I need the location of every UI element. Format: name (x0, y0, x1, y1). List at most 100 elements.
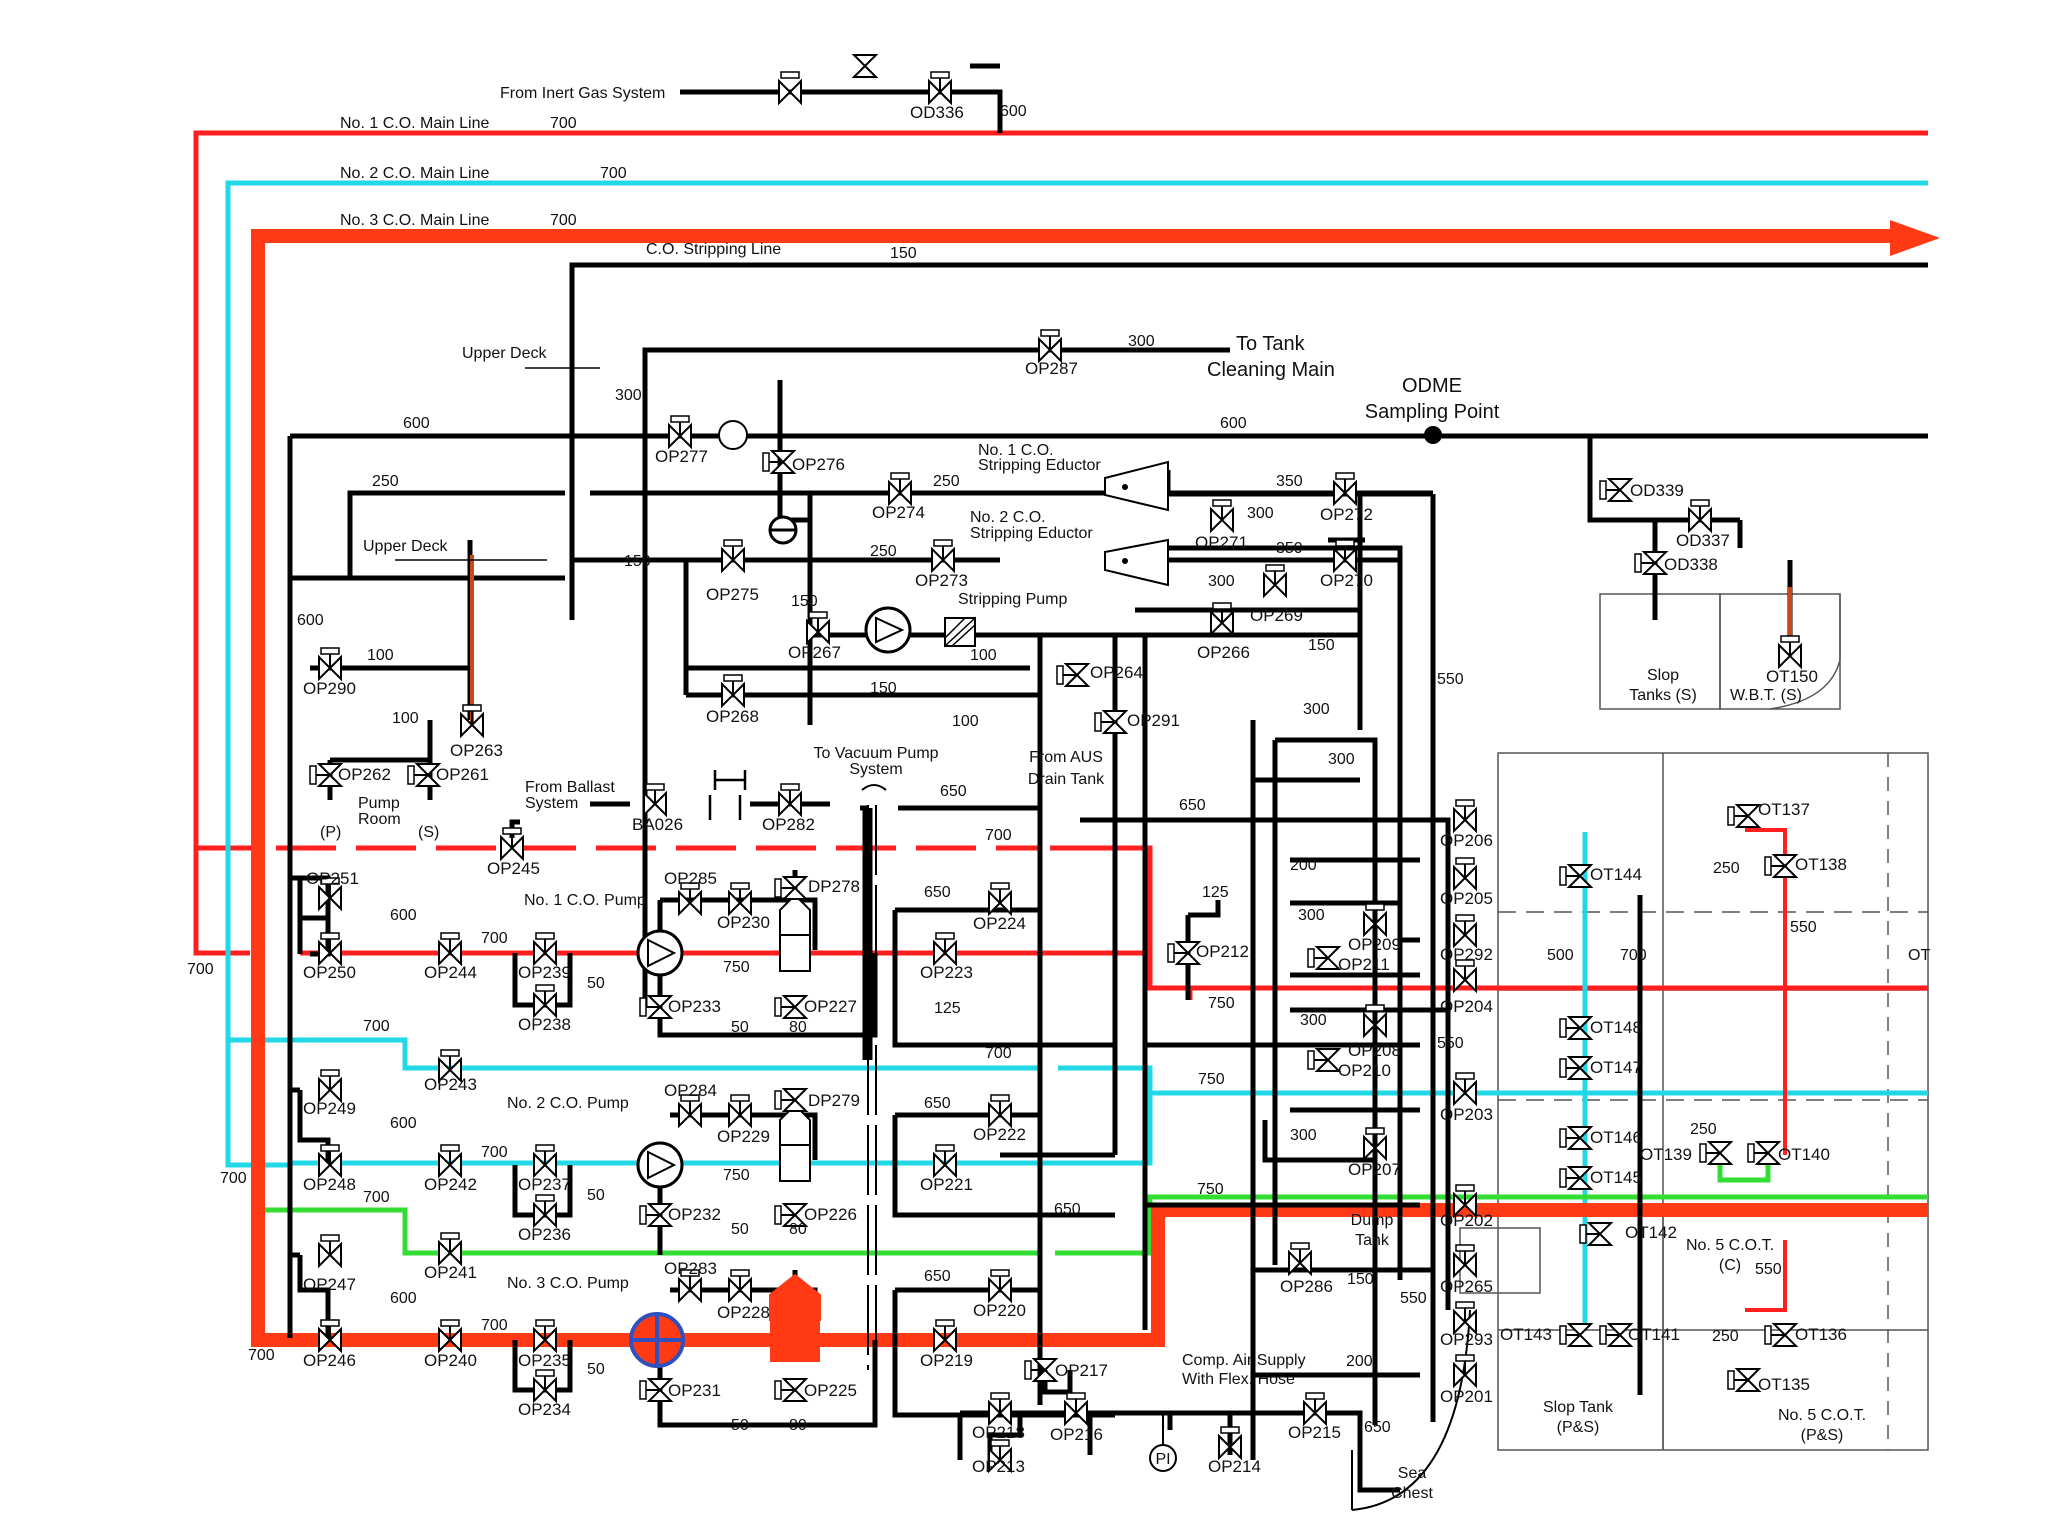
valve-ba026[interactable] (643, 783, 667, 818)
valve-op251[interactable] (318, 877, 342, 912)
valve-op213[interactable] (988, 1439, 1012, 1474)
valve-op231[interactable] (639, 1378, 674, 1402)
valve-ot143[interactable] (1559, 1323, 1594, 1347)
valve-op209[interactable] (1363, 903, 1387, 938)
valve-op234[interactable] (533, 1369, 557, 1404)
valve-od339[interactable] (1599, 478, 1634, 502)
valve-ot135[interactable] (1727, 1368, 1762, 1392)
valve-ot139[interactable] (1699, 1141, 1734, 1165)
valve-op262[interactable] (309, 763, 344, 787)
valve-op225[interactable] (774, 1378, 809, 1402)
valve-op229[interactable] (728, 1094, 752, 1129)
valve-op214[interactable] (1218, 1426, 1242, 1461)
valve-op273[interactable] (931, 539, 955, 574)
valve-op218[interactable] (988, 1392, 1012, 1427)
valve-op236[interactable] (533, 1194, 557, 1229)
valve-op219[interactable] (933, 1319, 957, 1354)
valve-ot142[interactable] (1579, 1222, 1614, 1246)
valve-od338[interactable] (1634, 551, 1669, 575)
valve-op272[interactable] (1333, 472, 1357, 507)
valve-op271[interactable] (1210, 499, 1234, 534)
valve-op241[interactable] (438, 1232, 462, 1267)
valve-op212[interactable] (1167, 941, 1202, 965)
valve-op282[interactable] (778, 783, 802, 818)
valve-op221[interactable] (933, 1144, 957, 1179)
valve-op242[interactable] (438, 1144, 462, 1179)
valve-op217[interactable] (1024, 1358, 1059, 1382)
valve-op243[interactable] (438, 1049, 462, 1084)
valve-op235[interactable] (533, 1319, 557, 1354)
valve-op274[interactable] (888, 472, 912, 507)
valve-op249[interactable] (318, 1069, 342, 1104)
valve-op245[interactable] (500, 827, 524, 862)
valve-op202[interactable] (1453, 1184, 1477, 1219)
valve-op266[interactable] (1210, 602, 1234, 637)
valve-ot150[interactable] (1778, 635, 1802, 670)
valve-op238[interactable] (533, 984, 557, 1019)
valve-op286[interactable] (1288, 1242, 1312, 1277)
valve-op268[interactable] (721, 674, 745, 709)
valve-op206[interactable] (1453, 799, 1477, 834)
valve-op226[interactable] (774, 1203, 809, 1227)
valve-op228[interactable] (728, 1269, 752, 1304)
valve-op205[interactable] (1453, 857, 1477, 892)
valve-op211[interactable] (1307, 946, 1342, 970)
valve-ot147[interactable] (1559, 1056, 1594, 1080)
valve-ot144[interactable] (1559, 864, 1594, 888)
valve-op230[interactable] (728, 882, 752, 917)
valve-op215[interactable] (1303, 1392, 1327, 1427)
valve-ot145[interactable] (1559, 1166, 1594, 1190)
valve-op261[interactable] (407, 763, 442, 787)
valve-op222[interactable] (988, 1094, 1012, 1129)
valve-inert-gas-2[interactable] (851, 54, 879, 78)
valve-ot137[interactable] (1727, 804, 1762, 828)
valve-dp278[interactable] (774, 876, 809, 900)
valve-op270[interactable] (1333, 539, 1357, 574)
valve-op248[interactable] (318, 1144, 342, 1179)
valve-op263[interactable] (460, 704, 484, 739)
valve-op203[interactable] (1453, 1072, 1477, 1107)
valve-ot146[interactable] (1559, 1126, 1594, 1150)
valve-op239[interactable] (533, 932, 557, 967)
valve-od336[interactable] (928, 71, 952, 106)
valve-ot138[interactable] (1764, 854, 1799, 878)
valve-op247[interactable] (318, 1234, 342, 1269)
valve-op201[interactable] (1453, 1354, 1477, 1389)
valve-op293[interactable] (1453, 1301, 1477, 1336)
valve-op233[interactable] (639, 995, 674, 1019)
valve-od337[interactable] (1688, 499, 1712, 534)
valve-op283[interactable] (678, 1269, 702, 1304)
valve-op291[interactable] (1094, 710, 1129, 734)
valve-op204[interactable] (1453, 959, 1477, 994)
valve-op246[interactable] (318, 1319, 342, 1354)
valve-op250[interactable] (318, 932, 342, 967)
valve-op210[interactable] (1307, 1048, 1342, 1072)
valve-ot141[interactable] (1599, 1323, 1634, 1347)
valve-op269[interactable] (1263, 564, 1287, 599)
valve-op224[interactable] (988, 882, 1012, 917)
valve-op216[interactable] (1064, 1392, 1088, 1427)
valve-op208[interactable] (1363, 1004, 1387, 1039)
valve-op290[interactable] (318, 647, 342, 682)
valve-op264[interactable] (1056, 663, 1091, 687)
valve-op223[interactable] (933, 932, 957, 967)
valve-ot140[interactable] (1747, 1141, 1782, 1165)
valve-op232[interactable] (639, 1203, 674, 1227)
valve-op265[interactable] (1453, 1244, 1477, 1279)
valve-op240[interactable] (438, 1319, 462, 1354)
valve-op227[interactable] (774, 995, 809, 1019)
valve-op207[interactable] (1363, 1127, 1387, 1162)
valve-op292[interactable] (1453, 914, 1477, 949)
valve-op267[interactable] (806, 611, 830, 646)
valve-ot136[interactable] (1764, 1323, 1799, 1347)
valve-dp279[interactable] (774, 1088, 809, 1112)
valve-op287[interactable] (1038, 329, 1062, 364)
valve-op285[interactable] (678, 882, 702, 917)
valve-op276[interactable] (762, 450, 797, 474)
valve-op220[interactable] (988, 1269, 1012, 1304)
valve-op237[interactable] (533, 1144, 557, 1179)
valve-inert-gas-1[interactable] (778, 71, 802, 106)
valve-ot148[interactable] (1559, 1016, 1594, 1040)
valve-op277[interactable] (668, 415, 692, 450)
valve-op275[interactable] (721, 539, 745, 574)
